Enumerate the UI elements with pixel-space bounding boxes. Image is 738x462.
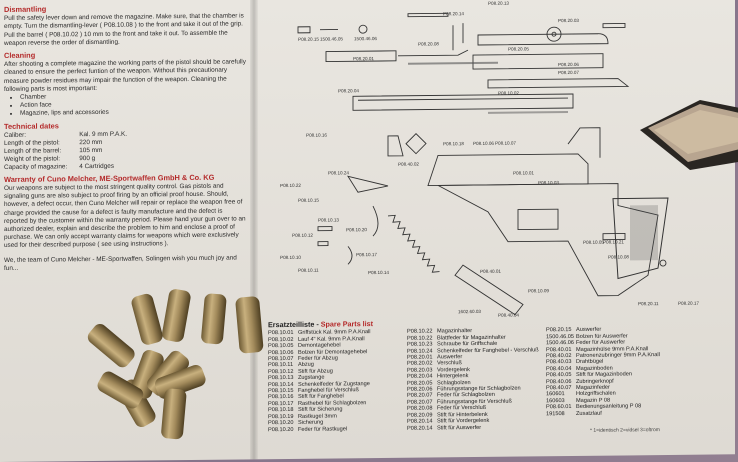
part-label: P08.20.03 xyxy=(558,18,579,23)
cartridges-pile xyxy=(87,289,264,440)
part-label: P08.10.15 xyxy=(298,198,319,203)
part-description: Feder für Rastkugel xyxy=(298,425,348,433)
part-number: P08.20.14 xyxy=(407,424,433,432)
part-label: P08.20.06 xyxy=(558,62,579,67)
part-label: P08.10.07 xyxy=(495,141,516,146)
part-label: P08.20.08 xyxy=(418,41,439,46)
part-label: P08.20.13 xyxy=(488,1,509,6)
part-label: P08.10.01 xyxy=(513,170,534,175)
part-label: P08.10.11 xyxy=(298,268,319,273)
part-label: P08.10.09 xyxy=(528,288,549,293)
part-label: P08.40.02 xyxy=(398,162,419,167)
part-label: P08.40.04 xyxy=(498,313,519,318)
warranty-text: Our weapons are subject to the most stri… xyxy=(4,182,246,250)
cleaning-text: After shooting a complete magazine the w… xyxy=(4,58,246,93)
spec-value: 4 Cartridges xyxy=(79,162,115,171)
magazine xyxy=(640,100,738,170)
part-number: 191508 xyxy=(546,410,565,417)
part-label: P08.10.03 xyxy=(538,180,559,185)
part-label: 1500.46.05 xyxy=(320,36,343,41)
part-label: P08.10.10 xyxy=(280,255,301,260)
part-label: P08.10.08 xyxy=(608,254,629,259)
part-label: P08.10.22 xyxy=(280,183,301,188)
footnote: * 1=identisch 2=vidsel 3=oftrom xyxy=(590,427,660,434)
table-row: Capacity of magazine: 4 Cartridges xyxy=(4,162,139,171)
part-shape xyxy=(297,26,311,34)
exploded-diagram: P08.20.15 1500.46.05 1500.46.06 P08.20.0… xyxy=(258,0,735,459)
part-label: P08.20.07 xyxy=(558,70,579,75)
part-label: P08.20.17 xyxy=(678,301,699,306)
part-label: P08.10.16 xyxy=(306,133,327,138)
part-label: P08.10.14 xyxy=(368,270,389,275)
technical-heading: Technical dates xyxy=(4,121,59,131)
part-label: P08.20.11 xyxy=(638,301,659,306)
pistol-parts-drawing: P08.20.15 1500.46.05 1500.46.06 P08.20.0… xyxy=(280,1,699,318)
part-label: P08.10.21 xyxy=(603,239,624,244)
part-description: Stift für Auswerfer xyxy=(437,424,482,431)
spare-parts-list: Ersatzteilliste - Spare Parts list P08.1… xyxy=(268,317,730,433)
closing-text: We, the team of Cuno Melcher - ME-Sportw… xyxy=(4,254,237,272)
part-label: P08.10.13 xyxy=(318,217,339,222)
title-english: Spare Parts list xyxy=(320,319,374,329)
part-label: P08.20.04 xyxy=(338,88,359,93)
part-label: P08.10.20 xyxy=(346,227,367,232)
part-label: P08.10.02 xyxy=(498,91,519,96)
part-label: P08.10.06 xyxy=(473,141,494,146)
dismantling-text: Pull the safety lever down and remove th… xyxy=(4,12,244,47)
part-label: P08.10.24 xyxy=(328,170,349,175)
part-label: P08.40.01 xyxy=(480,269,501,274)
part-label: P08.20.01 xyxy=(353,56,374,61)
part-label: P08.20.15 xyxy=(298,37,319,42)
part-label: P08.20.05 xyxy=(508,46,529,51)
part-label: 1602.60.03 xyxy=(458,309,481,314)
part-label: P08.10.17 xyxy=(356,252,377,257)
part-label: P08.10.12 xyxy=(292,233,313,238)
cleaning-list: Chamber Action face Magazine, lips and a… xyxy=(4,91,248,118)
part-label: 1500.46.06 xyxy=(354,36,377,41)
technical-table: Caliber:Kal. 9 mm P.A.K. Length of the p… xyxy=(4,130,139,171)
table-row: 191508 Zusatzlauf xyxy=(546,410,681,418)
spec-label: Capacity of magazine: xyxy=(4,163,68,171)
cleaning-item: Magazine, lips and accessories xyxy=(20,108,248,119)
part-label: P08.10.05 xyxy=(583,240,604,245)
instructions-panel: Dismantling Pull the safety lever down a… xyxy=(4,0,248,273)
part-label: P08.20.14 xyxy=(443,11,464,16)
part-label: P08.10.18 xyxy=(443,141,464,146)
part-description: Zusatzlauf xyxy=(576,410,602,417)
